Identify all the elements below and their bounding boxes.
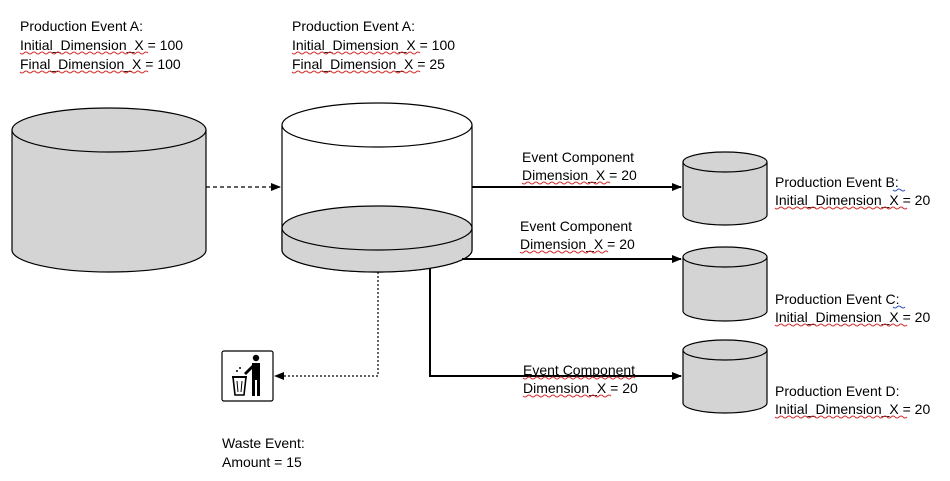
cylinder-event-d xyxy=(682,339,768,414)
label-component-3-line1: Event Component xyxy=(523,362,635,378)
label-event-c-line2: Initial_Dimension_X = 20 xyxy=(775,309,930,325)
label-waste-line2: Amount = 15 xyxy=(222,454,302,470)
spellcheck-underlines xyxy=(19,51,908,419)
label-component-1-line2: Dimension_X = 20 xyxy=(522,167,637,183)
label-processed-line2: Initial_Dimension_X = 100 xyxy=(292,37,455,53)
label-source: Production Event A: Initial_Dimension_X … xyxy=(20,18,183,72)
label-source-line3: Final_Dimension_X = 100 xyxy=(20,56,181,72)
label-event-b: Production Event B: Initial_Dimension_X … xyxy=(775,174,930,208)
label-component-2-line2: Dimension_X = 20 xyxy=(520,236,635,252)
arrow-to-event-d xyxy=(429,268,682,380)
label-component-3-line2: Dimension_X = 20 xyxy=(523,380,638,396)
label-component-3: Event Component Dimension_X = 20 xyxy=(523,362,638,396)
label-event-b-line1: Production Event B: xyxy=(775,174,899,190)
label-event-c-line1: Production Event C: xyxy=(775,291,900,307)
label-component-2: Event Component Dimension_X = 20 xyxy=(520,218,635,252)
label-component-2-line1: Event Component xyxy=(520,218,632,234)
label-processed: Production Event A: Initial_Dimension_X … xyxy=(292,18,455,72)
dotted-arrow-to-waste xyxy=(274,272,379,380)
cylinder-event-b xyxy=(682,151,768,226)
label-source-line1: Production Event A: xyxy=(20,18,143,34)
label-event-b-line2: Initial_Dimension_X = 20 xyxy=(775,192,930,208)
label-event-d: Production Event D: Initial_Dimension_X … xyxy=(775,383,930,417)
label-source-line2: Initial_Dimension_X = 100 xyxy=(20,37,183,53)
cylinder-event-c xyxy=(682,246,768,322)
label-waste: Waste Event: Amount = 15 xyxy=(222,435,305,470)
trash-bin-person-icon xyxy=(221,350,274,402)
processed-cylinder xyxy=(281,102,473,273)
label-processed-line3: Final_Dimension_X = 25 xyxy=(292,56,445,72)
label-event-c: Production Event C: Initial_Dimension_X … xyxy=(775,291,930,325)
source-cylinder xyxy=(11,107,207,273)
label-waste-line1: Waste Event: xyxy=(222,435,305,451)
label-component-1: Event Component Dimension_X = 20 xyxy=(522,149,637,183)
label-processed-line1: Production Event A: xyxy=(292,18,415,34)
label-event-d-line2: Initial_Dimension_X = 20 xyxy=(775,401,930,417)
label-event-d-line1: Production Event D: xyxy=(775,383,900,399)
label-component-1-line1: Event Component xyxy=(522,149,634,165)
